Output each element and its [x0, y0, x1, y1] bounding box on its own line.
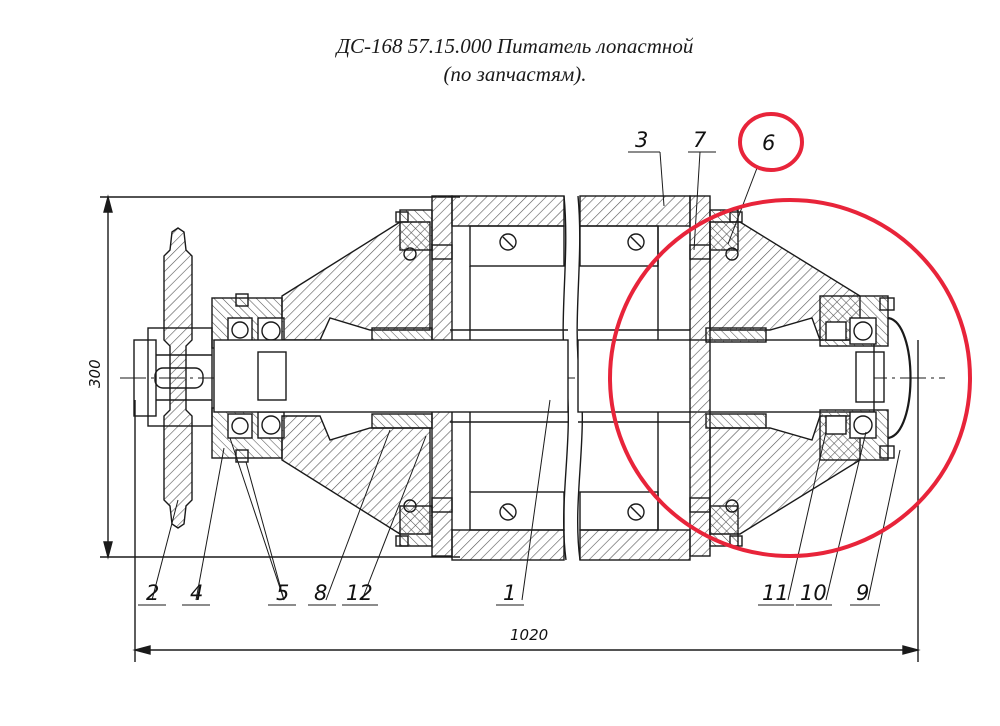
callout-11: 11	[762, 581, 789, 605]
height-dimension	[100, 194, 460, 560]
callout-7: 7	[693, 128, 707, 152]
callout-2: 2	[146, 581, 159, 605]
length-dimension	[132, 340, 921, 662]
title-line-2: (по запчастям).	[443, 62, 587, 86]
callout-9: 9	[856, 581, 869, 605]
main-shaft	[213, 329, 875, 423]
callout-10: 10	[800, 581, 827, 605]
left-cone-housing	[281, 221, 433, 535]
right-bearing-housing	[819, 295, 912, 461]
callout-12: 12	[346, 581, 373, 605]
height-dimension-label: 300	[86, 359, 104, 388]
rotor-drum	[451, 195, 691, 561]
title-line-1: ДС-168 57.15.000 Питатель лопастной	[336, 34, 694, 58]
callout-6: 6	[762, 131, 775, 155]
callout-5: 5	[276, 581, 289, 605]
drawing-title: ДС-168 57.15.000 Питатель лопастной (по …	[0, 32, 1000, 88]
highlight-circle-callout-6	[738, 112, 804, 172]
highlight-circle-right-assembly	[608, 198, 972, 558]
callout-4: 4	[190, 581, 203, 605]
leader-lines	[138, 151, 901, 606]
callout-3: 3	[635, 128, 648, 152]
callout-1: 1	[503, 581, 516, 605]
sprocket	[133, 227, 213, 529]
callout-8: 8	[314, 581, 327, 605]
length-dimension-label: 1020	[510, 626, 548, 644]
